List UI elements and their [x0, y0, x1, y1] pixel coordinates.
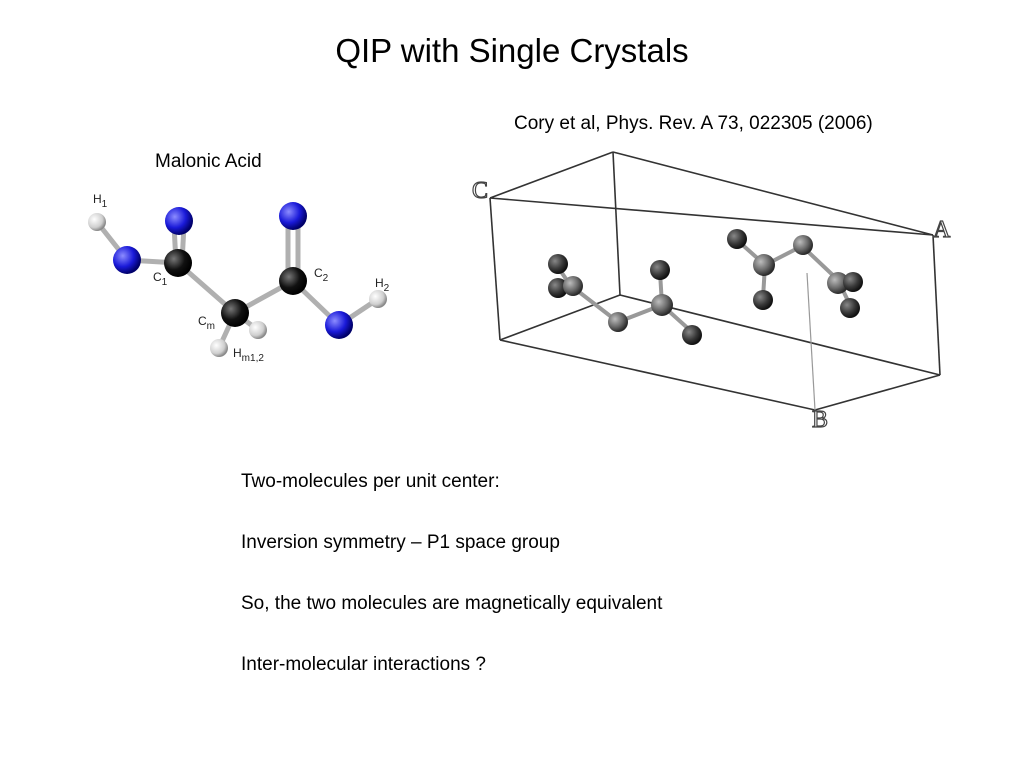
oxygen-atom [325, 311, 353, 339]
molecule-label: Malonic Acid [155, 151, 262, 172]
malonic-acid-molecule: H1 C1 C2 H2 Cm Hm1,2 [88, 192, 390, 364]
hydrogen-atom-hm [210, 339, 228, 357]
crystal-atom [682, 325, 702, 345]
carbon-atom-cm [221, 299, 249, 327]
axis-label-a: A [933, 217, 951, 243]
cell-edges [489, 151, 941, 411]
crystal-atom [608, 312, 628, 332]
oxygen-atom [279, 202, 307, 230]
atom-label-hm: Hm1,2 [233, 346, 264, 364]
crystal-atom [753, 290, 773, 310]
crystal-atom [727, 229, 747, 249]
bullet-item: So, the two molecules are magnetically e… [241, 593, 663, 614]
hydrogen-atom-hm [249, 321, 267, 339]
crystal-atom [843, 272, 863, 292]
crystal-atom [753, 254, 775, 276]
bullet-list: Two-molecules per unit center: Inversion… [241, 470, 662, 714]
oxygen-atom [113, 246, 141, 274]
hydrogen-atom-h1 [88, 213, 106, 231]
crystal-atom [548, 254, 568, 274]
bullet-item: Two-molecules per unit center: [241, 471, 500, 492]
bullet-item: Inversion symmetry – P1 space group [241, 532, 560, 553]
crystal-atom [650, 260, 670, 280]
crystal-atom [793, 235, 813, 255]
hydrogen-atom-h2 [369, 290, 387, 308]
oxygen-atom [165, 207, 193, 235]
atom-label-h2: H2 [375, 276, 390, 294]
atom-label-c1: C1 [153, 270, 168, 288]
bullet-item: Inter-molecular interactions ? [241, 654, 486, 675]
crystal-atom [840, 298, 860, 318]
atom-label-h1: H1 [93, 192, 108, 210]
crystal-atom [827, 272, 849, 294]
crystal-atom [548, 278, 568, 298]
carbon-atom-c1 [164, 249, 192, 277]
crystal-atom [563, 276, 583, 296]
atom-label-c2: C2 [314, 266, 329, 284]
citation: Cory et al, Phys. Rev. A 73, 022305 (200… [514, 113, 873, 134]
carbon-atom-c2 [279, 267, 307, 295]
slide-title: QIP with Single Crystals [335, 32, 689, 69]
crystal-atom [651, 294, 673, 316]
crystal-unit-cell: C A B [471, 151, 952, 434]
axis-label-c: C [472, 178, 488, 204]
axis-label-b: B [812, 407, 828, 433]
atom-label-cm: Cm [198, 314, 215, 332]
